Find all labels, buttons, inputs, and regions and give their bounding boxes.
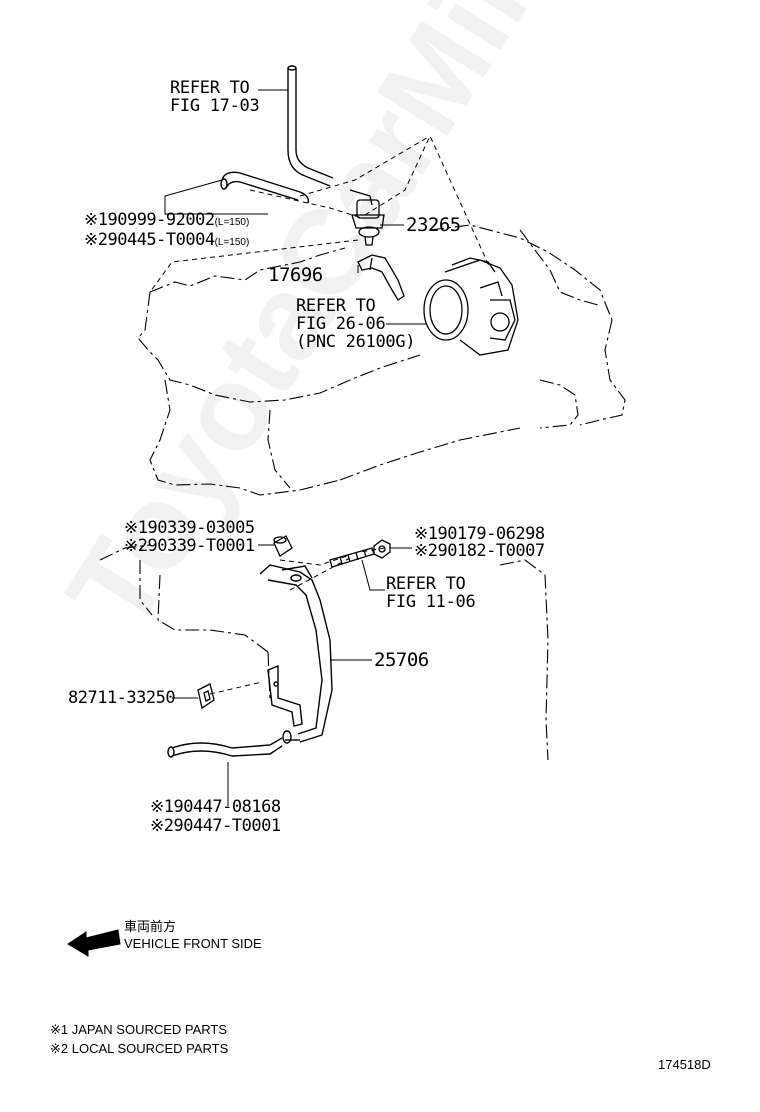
label-nut-2: ※290182-T0007	[414, 543, 545, 560]
hose-bottom	[167, 737, 283, 758]
part-number[interactable]: 90999-92002	[107, 210, 215, 230]
label-cap-1: ※190339-03005	[124, 520, 255, 537]
part-number[interactable]: 90447-08168	[173, 797, 281, 817]
engine-outline	[99, 224, 626, 761]
pipe-assembly-25706	[259, 564, 333, 744]
label-cap-2: ※290339-T0001	[124, 538, 255, 555]
part-number[interactable]: 90339-03005	[147, 518, 255, 538]
refer-fig-26-06-line1[interactable]: REFER TO	[296, 296, 376, 316]
mark-1: ※1	[414, 524, 438, 544]
mark-1: ※1	[124, 518, 148, 538]
nut-component	[373, 539, 391, 559]
front-side-jp: 車両前方	[124, 919, 177, 934]
bracket-17696	[357, 254, 405, 301]
leader-lines	[164, 89, 426, 806]
vsv-component	[349, 189, 385, 246]
part-number[interactable]: 90182-T0007	[437, 541, 545, 561]
hose-top	[220, 171, 310, 204]
label-pipe-25706[interactable]: 25706	[374, 649, 429, 671]
part-number[interactable]: 90445-T0004	[107, 230, 215, 250]
label-vsv-23265[interactable]: 23265	[406, 214, 461, 236]
length-note: (L=150)	[214, 237, 250, 248]
refer-fig-26-06-line3: (PNC 26100G)	[296, 332, 416, 352]
part-number[interactable]: 90447-T0001	[173, 816, 281, 836]
refer-fig-26-06-line2[interactable]: FIG 26-06	[296, 314, 386, 334]
label-hose-top-2: ※290445-T0004(L=150)	[84, 232, 249, 249]
label-nut-1: ※190179-06298	[414, 526, 545, 543]
clamp-component	[197, 683, 215, 710]
label-bracket-17696[interactable]: 17696	[268, 264, 323, 286]
footnote-local-sourced: ※2 LOCAL SOURCED PARTS	[50, 1041, 229, 1056]
refer-fig-17-03-line1[interactable]: REFER TO	[170, 78, 250, 98]
label-hose-bottom-2: ※290447-T0001	[150, 818, 281, 835]
mark-2: ※2	[414, 541, 438, 561]
footnote-japan-sourced: ※1 JAPAN SOURCED PARTS	[50, 1022, 228, 1037]
mark-2: ※2	[150, 816, 174, 836]
label-clamp-82711[interactable]: 82711-33250	[68, 688, 176, 708]
mark-1: ※1	[84, 210, 108, 230]
mark-2: ※2	[124, 536, 148, 556]
refer-fig-11-06-line2[interactable]: FIG 11-06	[386, 592, 476, 612]
stud-bolt	[329, 547, 375, 568]
part-number[interactable]: 90179-06298	[437, 524, 545, 544]
throttle-body	[423, 257, 519, 356]
label-hose-top-1: ※190999-92002(L=150)	[84, 212, 249, 229]
refer-fig-17-03-line2[interactable]: FIG 17-03	[170, 96, 260, 116]
cap-component	[273, 535, 293, 557]
front-arrow	[67, 929, 121, 957]
front-side-en: VEHICLE FRONT SIDE	[124, 936, 262, 951]
length-note: (L=150)	[214, 217, 250, 228]
part-number[interactable]: 90339-T0001	[147, 536, 255, 556]
label-hose-bottom-1: ※190447-08168	[150, 799, 281, 816]
figure-id: 174518D	[658, 1057, 711, 1072]
vacuum-pipe-top	[287, 65, 334, 187]
refer-fig-11-06-line1[interactable]: REFER TO	[386, 574, 466, 594]
mark-1: ※1	[150, 797, 174, 817]
mark-2: ※2	[84, 230, 108, 250]
